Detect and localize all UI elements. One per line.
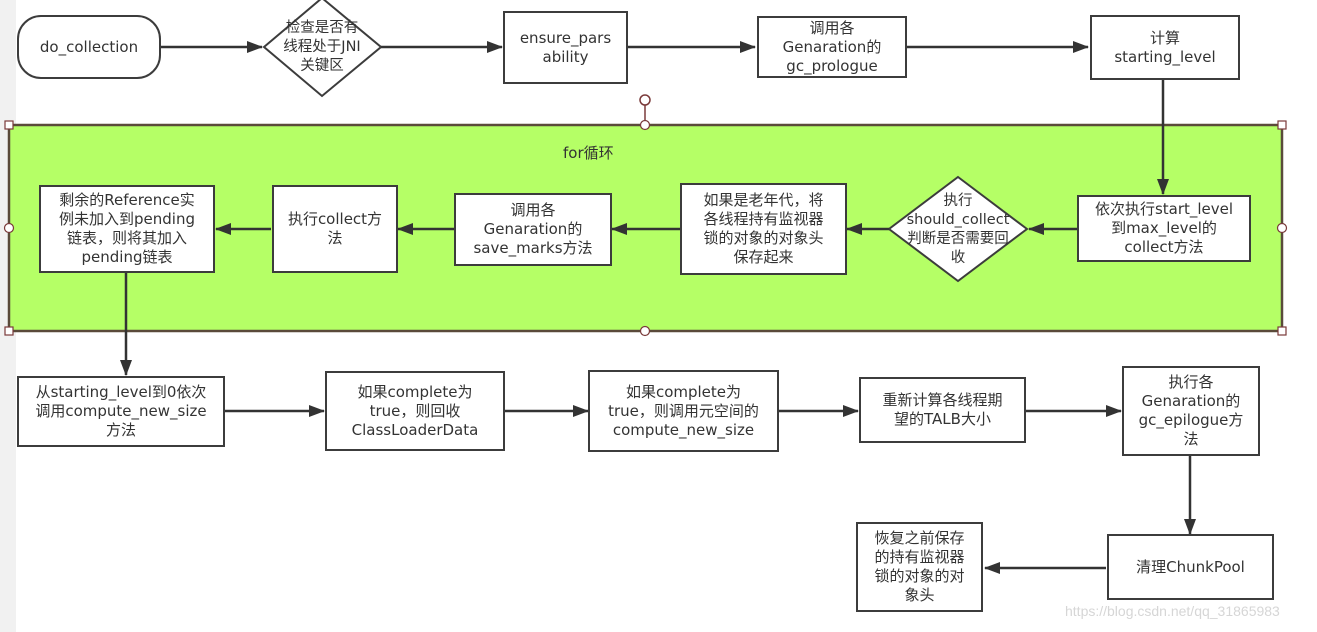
node-label: 执行各 Genaration的 gc_epilogue方 法 [1138, 373, 1244, 448]
collect-levels-node[interactable]: 依次执行start_level 到max_level的 collect方法 [1077, 195, 1251, 262]
resize-handle-right[interactable] [1276, 222, 1288, 234]
gc-prologue-node[interactable]: 调用各 Genaration的 gc_prologue [757, 16, 907, 78]
clean-chunkpool-node[interactable]: 清理ChunkPool [1107, 534, 1274, 600]
node-label: 如果complete为 true，则回收 ClassLoaderData [351, 382, 479, 439]
gc-epilogue-node[interactable]: 执行各 Genaration的 gc_epilogue方 法 [1122, 366, 1260, 456]
node-label: 依次执行start_level 到max_level的 collect方法 [1094, 200, 1234, 256]
node-label: 清理ChunkPool [1136, 557, 1245, 576]
node-label: do_collection [39, 37, 139, 56]
node-label: 调用各 Genaration的 gc_prologue [782, 18, 882, 75]
start-node-do-collection[interactable]: do_collection [17, 15, 161, 79]
rotation-handle[interactable] [639, 94, 651, 106]
resize-handle-left[interactable] [3, 222, 15, 234]
node-label: 重新计算各线程期 望的TALB大小 [882, 391, 1003, 428]
metaspace-compute-node[interactable]: 如果complete为 true，则调用元空间的 compute_new_siz… [588, 370, 779, 452]
resize-handle-top-left[interactable] [4, 120, 14, 130]
node-label: 剩余的Reference实 例未加入到pending 链表，则将其加入 pend… [59, 191, 195, 266]
node-label: 调用各 Genaration的 save_marks方法 [473, 201, 593, 257]
should-collect-diamond[interactable] [887, 175, 1029, 283]
pending-reference-node[interactable]: 剩余的Reference实 例未加入到pending 链表，则将其加入 pend… [39, 185, 215, 273]
save-marks-node[interactable]: 调用各 Genaration的 save_marks方法 [454, 193, 612, 266]
node-label: 从starting_level到0依次 调用compute_new_size 方… [35, 383, 207, 439]
should-collect-label: 执行 should_collect 判断是否需要回 收 [893, 186, 1023, 274]
resize-handle-top[interactable] [639, 119, 651, 131]
check-jni-label: 检查是否有 线程处于JNI 关键区 [262, 12, 382, 82]
unload-classloaderdata-node[interactable]: 如果complete为 true，则回收 ClassLoaderData [325, 371, 505, 451]
compute-starting-level-node[interactable]: 计算 starting_level [1090, 15, 1240, 80]
restore-headers-node[interactable]: 恢复之前保存 的持有监视器 锁的对象的对 象头 [856, 522, 983, 612]
check-jni-diamond[interactable] [262, 0, 383, 98]
node-label: 执行 should_collect 判断是否需要回 收 [906, 193, 1010, 266]
node-label: 恢复之前保存 的持有监视器 锁的对象的对 象头 [874, 529, 965, 604]
node-label: 检查是否有 线程处于JNI 关键区 [283, 19, 361, 74]
for-loop-label: for循环 [563, 144, 614, 162]
node-label: 如果是老年代，将 各线程持有监视器 锁的对象的对象头 保存起来 [703, 191, 824, 266]
node-label: ensure_pars ability [519, 28, 612, 66]
execute-collect-node[interactable]: 执行collect方 法 [272, 185, 398, 273]
compute-new-size-node[interactable]: 从starting_level到0依次 调用compute_new_size 方… [17, 376, 225, 447]
save-monitor-headers-node[interactable]: 如果是老年代，将 各线程持有监视器 锁的对象的对象头 保存起来 [680, 183, 847, 275]
resize-handle-top-right[interactable] [1277, 120, 1287, 130]
node-label: 执行collect方 法 [287, 210, 383, 247]
watermark-text: https://blog.csdn.net/qq_31865983 [1065, 603, 1280, 619]
node-label: 如果complete为 true，则调用元空间的 compute_new_siz… [608, 382, 759, 439]
ensure-parsability-node[interactable]: ensure_pars ability [503, 11, 628, 84]
resize-handle-bottom-left[interactable] [4, 326, 14, 336]
resize-handle-bottom[interactable] [639, 325, 651, 337]
node-label: 计算 starting_level [1114, 28, 1216, 66]
resize-handle-bottom-right[interactable] [1277, 326, 1287, 336]
talb-resize-node[interactable]: 重新计算各线程期 望的TALB大小 [859, 377, 1026, 443]
